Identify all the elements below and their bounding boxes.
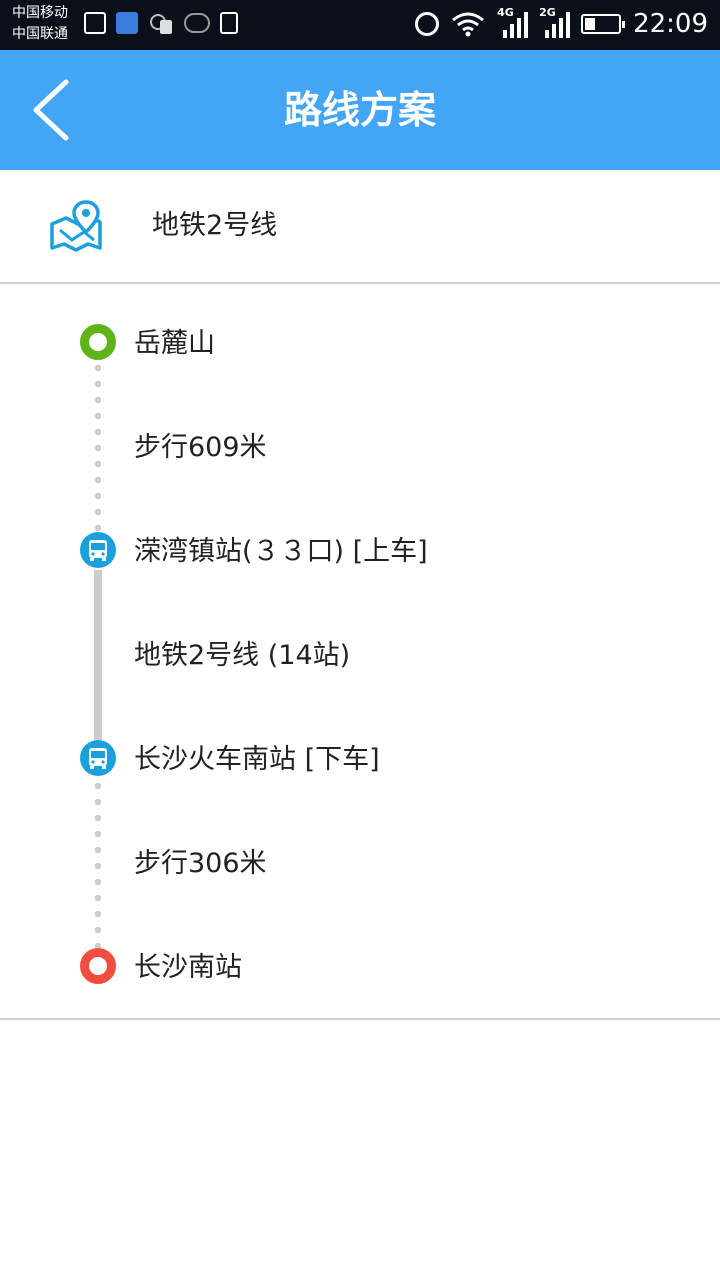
- step-text: 地铁2号线 (14站): [134, 640, 351, 671]
- signal-4g-icon: 4G: [497, 6, 529, 38]
- route-step-end: 长沙南站: [0, 938, 720, 998]
- map-pin-icon: [50, 200, 102, 252]
- status-right: 4G 2G 22:09: [415, 6, 708, 39]
- carrier-labels: 中国移动 中国联通: [12, 3, 68, 45]
- carrier-1: 中国移动: [12, 5, 68, 21]
- bus-icon: [80, 740, 116, 776]
- walk-connector: [95, 778, 101, 952]
- step-text: 溁湾镇站(３３口) [上车]: [134, 536, 428, 567]
- chevron-left-icon: [33, 79, 69, 141]
- route-step-ride: 地铁2号线 (14站): [0, 626, 720, 686]
- app-header: 路线方案: [0, 50, 720, 170]
- step-text: 长沙南站: [134, 952, 242, 983]
- step-text: 步行306米: [134, 848, 267, 879]
- status-bar: 中国移动 中国联通 4G 2G: [0, 0, 720, 50]
- alarm-icon: [415, 12, 440, 36]
- route-step-alight: 长沙火车南站 [下车]: [0, 730, 720, 790]
- carrier-2: 中国联通: [12, 26, 68, 42]
- step-text: 步行609米: [134, 432, 267, 463]
- route-step-board: 溁湾镇站(３３口) [上车]: [0, 522, 720, 582]
- line-name: 地铁2号线: [152, 210, 278, 241]
- line-summary: 地铁2号线: [0, 170, 720, 284]
- signal-2g-icon: 2G: [539, 6, 571, 38]
- battery-icon: [581, 14, 626, 34]
- route-timeline: 岳麓山 步行609米 溁湾镇站(３３口) [上车] 地铁2号线 (14站) 长沙…: [0, 284, 720, 1020]
- route-step-walk: 步行306米: [0, 834, 720, 894]
- step-text: 长沙火车南站 [下车]: [134, 744, 380, 775]
- step-text: 岳麓山: [134, 328, 215, 359]
- clock: 22:09: [633, 9, 708, 39]
- route-step-start: 岳麓山: [0, 314, 720, 374]
- ride-connector: [94, 570, 102, 740]
- route-step-walk: 步行609米: [0, 418, 720, 478]
- notification-icons: [84, 12, 238, 34]
- weather-icon: [184, 13, 210, 33]
- page-title: 路线方案: [283, 88, 436, 132]
- gallery-icon: [84, 12, 106, 34]
- end-node-icon: [80, 948, 116, 984]
- update-icon: [220, 12, 238, 34]
- walk-connector: [95, 360, 101, 534]
- bus-icon: [80, 532, 116, 568]
- social-icon: [148, 12, 174, 34]
- wifi-icon: [452, 12, 484, 37]
- back-button[interactable]: [20, 70, 100, 150]
- search-app-icon: [116, 12, 138, 34]
- start-node-icon: [80, 324, 116, 360]
